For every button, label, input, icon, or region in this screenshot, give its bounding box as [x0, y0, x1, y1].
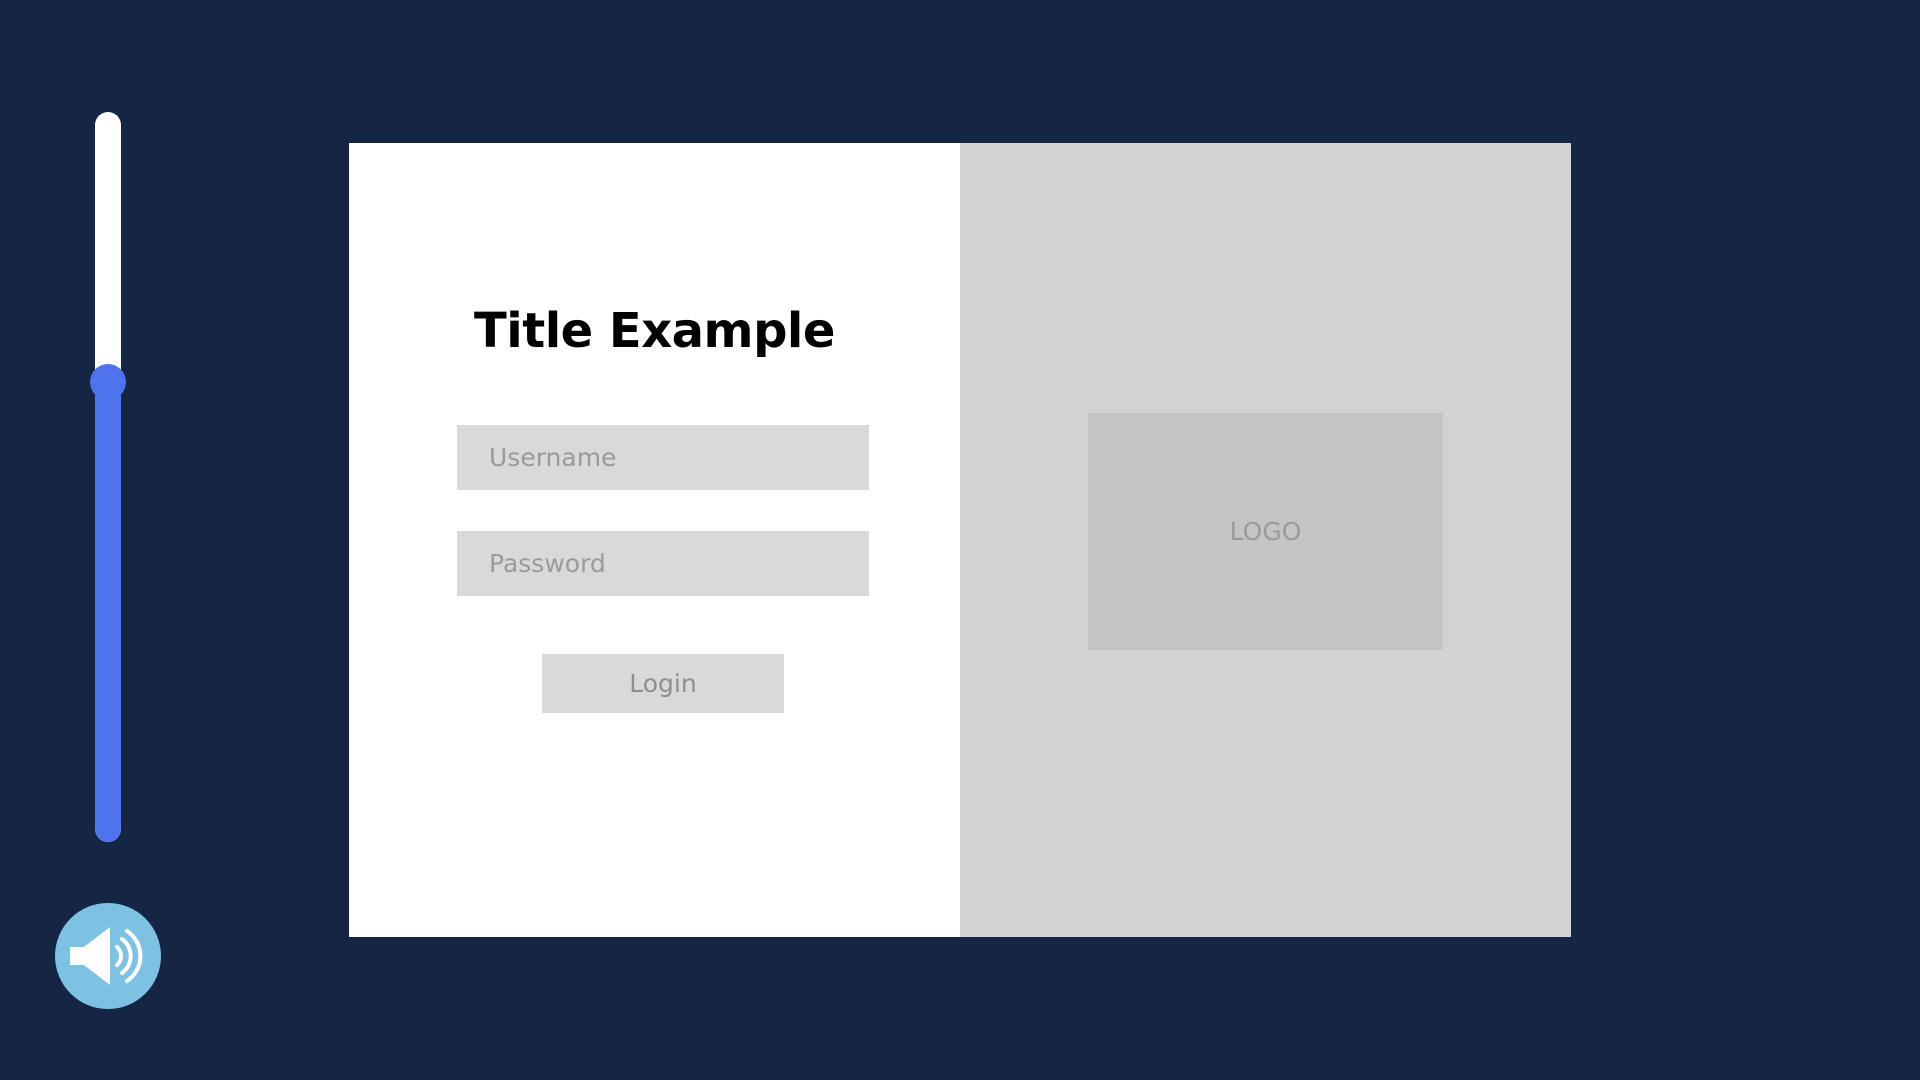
- logo-placeholder: LOGO: [1088, 413, 1443, 650]
- logo-label: LOGO: [1229, 517, 1302, 546]
- login-panel: Title Example Login: [349, 143, 960, 937]
- volume-slider-fill: [95, 382, 121, 842]
- password-input[interactable]: [457, 531, 869, 596]
- page-title: Title Example: [474, 303, 835, 359]
- login-card: Title Example Login LOGO: [349, 143, 1571, 937]
- volume-slider-track[interactable]: [95, 112, 121, 842]
- login-button[interactable]: Login: [542, 654, 784, 713]
- username-input[interactable]: [457, 425, 869, 490]
- volume-slider-thumb[interactable]: [90, 364, 126, 401]
- branding-panel: LOGO: [960, 143, 1571, 937]
- sound-toggle-button[interactable]: [55, 903, 161, 1009]
- speaker-volume-icon: [70, 927, 143, 985]
